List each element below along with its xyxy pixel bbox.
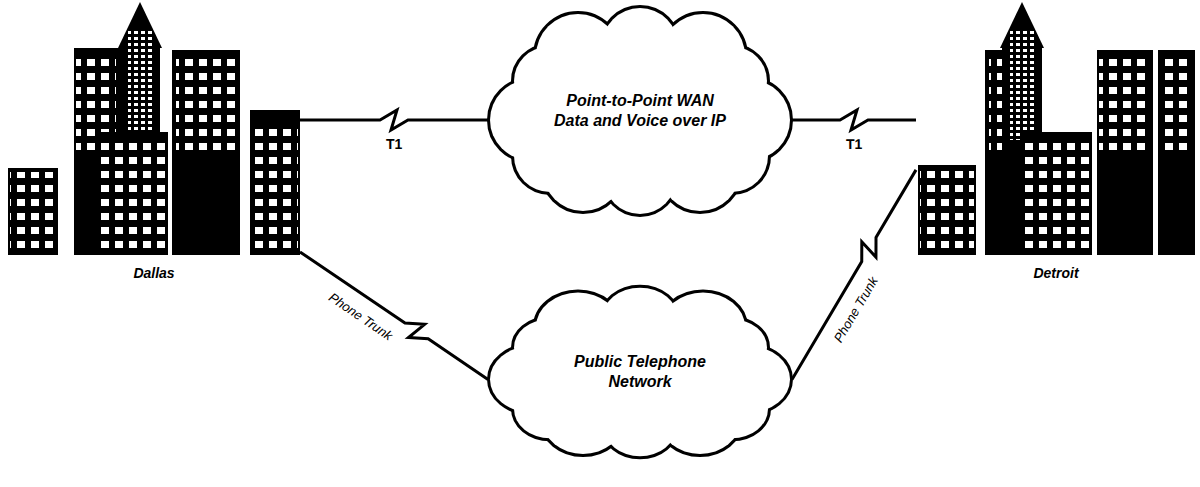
- building-windows: [10, 172, 56, 252]
- building-body: [8, 168, 58, 255]
- building-body: [918, 165, 976, 255]
- cloud-outline: [488, 286, 792, 458]
- dallas-skyline: [8, 2, 300, 255]
- cloud-outline-lobe: [699, 320, 767, 376]
- network-cloud: Public Telephone Network: [488, 286, 792, 458]
- lightning-link: [792, 170, 916, 380]
- building-body: [172, 50, 240, 255]
- link-label: T1: [384, 136, 404, 152]
- cloud-fill-lobe: [660, 388, 740, 454]
- building: [1020, 132, 1092, 255]
- city-node: Dallas: [8, 8, 300, 290]
- building-windows: [98, 140, 166, 252]
- city-name: Dallas: [133, 265, 174, 282]
- building: [1097, 50, 1153, 255]
- building-windows: [176, 54, 236, 154]
- lightning-link: [792, 110, 916, 130]
- cloud-fill-lobe: [514, 320, 582, 376]
- building-body: [1020, 132, 1092, 255]
- cloud-outline-lobe: [660, 388, 740, 454]
- building: [172, 50, 240, 255]
- building-windows: [128, 30, 152, 140]
- link-label: T1: [844, 136, 864, 152]
- building: [918, 165, 976, 255]
- building: [96, 132, 168, 255]
- cloud-outline-lobe: [514, 320, 582, 376]
- connectors: [300, 110, 916, 379]
- building: [1158, 50, 1195, 255]
- lightning-link: [300, 110, 488, 130]
- city-node: Detroit: [916, 8, 1196, 290]
- city-name: Detroit: [1033, 265, 1078, 282]
- cloud-outline-lobe: [660, 131, 740, 211]
- building-windows: [1160, 54, 1193, 154]
- link-label: Phone Trunk: [324, 289, 397, 345]
- building: [8, 168, 58, 255]
- cloud-outline: [488, 6, 792, 216]
- building-body: [1097, 50, 1153, 255]
- building-windows: [252, 126, 298, 252]
- network-name: Public Telephone Network: [565, 352, 715, 392]
- building-body: [1158, 50, 1195, 255]
- link-label: Phone Trunk: [830, 273, 882, 347]
- network-name: Point-to-Point WAN Data and Voice over I…: [549, 91, 731, 131]
- building-body: [250, 110, 300, 255]
- building-windows: [1099, 54, 1151, 154]
- network-cloud: Point-to-Point WAN Data and Voice over I…: [488, 6, 792, 216]
- lightning-link: [300, 252, 488, 379]
- building-windows: [920, 169, 974, 251]
- detroit-skyline: [918, 2, 1195, 255]
- building: [250, 110, 300, 255]
- cloud-fill-lobe: [660, 131, 740, 211]
- building-windows: [1010, 30, 1034, 140]
- building-body: [96, 132, 168, 255]
- building-windows: [1022, 140, 1090, 252]
- cloud-fill-lobe: [699, 320, 767, 376]
